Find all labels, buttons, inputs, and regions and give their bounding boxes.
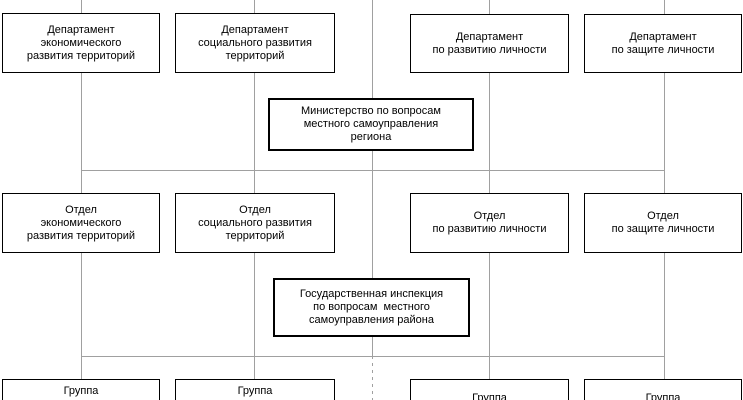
node-label: Отдел по развитию личности: [432, 210, 547, 235]
connector-horizontal-bus-top: [81, 170, 665, 171]
connector-center-line-solid: [372, 0, 373, 356]
connector-horizontal-bus-bottom: [81, 356, 665, 357]
node-group-1: Группа: [2, 379, 160, 400]
node-label: Группа: [472, 392, 507, 400]
node-label: Департамент по развитию личности: [432, 30, 547, 56]
node-otdel-social-development: Отдел социального развития территорий: [175, 193, 335, 253]
node-group-3: Группа: [410, 379, 569, 400]
node-group-4: Группа: [584, 379, 742, 400]
node-ministry: Министерство по вопросам местного самоуп…: [268, 98, 474, 151]
node-label: Министерство по вопросам местного самоуп…: [301, 105, 441, 143]
node-group-2: Группа: [175, 379, 335, 400]
node-label: Государственная инспекция по вопросам ме…: [299, 288, 444, 326]
node-otdel-personal-development: Отдел по развитию личности: [410, 193, 569, 253]
node-label: Группа: [237, 385, 273, 397]
node-label: Департамент экономического развития терр…: [26, 23, 136, 62]
node-state-inspection: Государственная инспекция по вопросам ме…: [273, 278, 470, 337]
node-department-social-development: Департамент социального развития террито…: [175, 13, 335, 73]
node-department-personal-development: Департамент по развитию личности: [410, 14, 569, 73]
node-label: Департамент социального развития террито…: [198, 23, 312, 62]
node-label: Группа: [63, 385, 99, 397]
node-label: Отдел экономического развития территорий: [26, 203, 136, 242]
node-label: Отдел по защите личности: [611, 210, 715, 235]
connector-center-line-dashed: [372, 356, 373, 400]
node-otdel-personal-protection: Отдел по защите личности: [584, 193, 742, 253]
node-label: Группа: [645, 392, 681, 400]
node-label: Департамент по защите личности: [611, 30, 715, 56]
node-otdel-economic-development: Отдел экономического развития территорий: [2, 193, 160, 253]
node-department-economic-development: Департамент экономического развития терр…: [2, 13, 160, 73]
node-department-personal-protection: Департамент по защите личности: [584, 14, 742, 73]
node-label: Отдел социального развития территорий: [198, 203, 312, 242]
